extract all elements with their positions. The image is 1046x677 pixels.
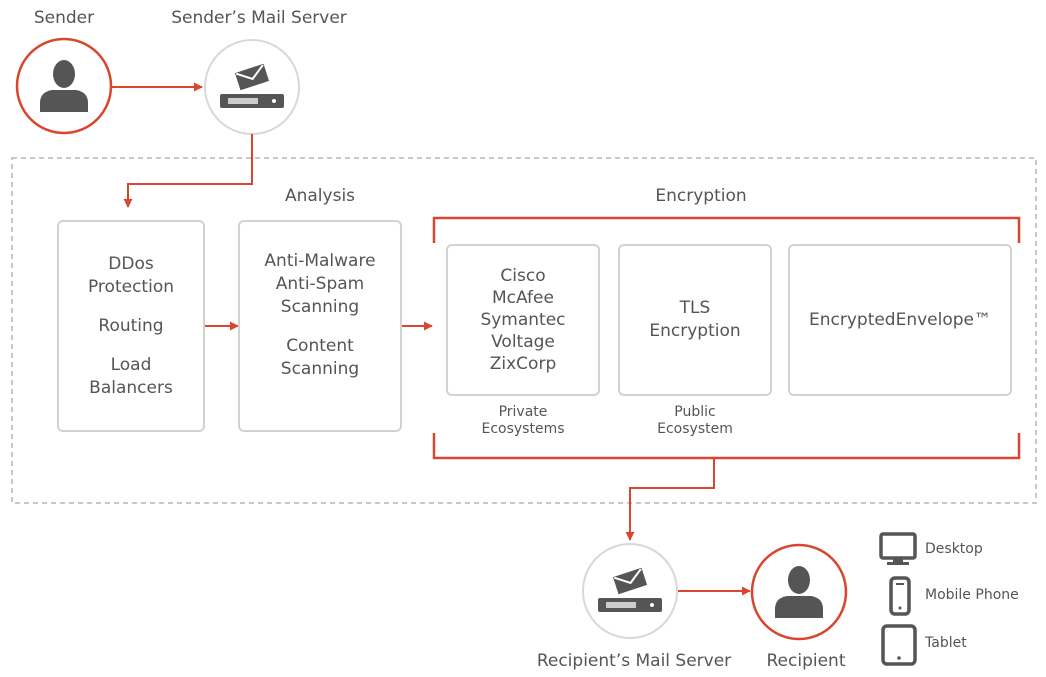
recipient-server-icon <box>598 598 662 612</box>
vendor-mcafee: McAfee <box>492 288 554 308</box>
recipient-server-label: Recipient’s Mail Server <box>536 651 732 671</box>
vendor-voltage: Voltage <box>491 332 555 352</box>
encryption-title: Encryption <box>655 186 747 206</box>
device-label-tablet: Tablet <box>925 635 967 651</box>
public-caption-line2: Ecosystem <box>657 421 733 437</box>
processing-area-border <box>11 157 1037 504</box>
private-caption-line2: Ecosystems <box>481 421 565 437</box>
tls-text-2: Encryption <box>649 321 741 341</box>
tablet-icon <box>881 624 917 666</box>
analysis-box: Anti-Malware Anti-Spam Scanning Content … <box>238 220 402 432</box>
routing-text: Routing <box>98 315 164 336</box>
content-scanning-text: Scanning <box>280 359 360 379</box>
sender-server-node <box>204 39 300 135</box>
recipient-label: Recipient <box>766 651 846 671</box>
desktop-icon <box>879 532 917 565</box>
content-text: Content <box>286 336 354 356</box>
public-caption-line1: Public <box>674 404 716 420</box>
anti-malware-text: Anti-Malware <box>264 251 376 271</box>
load-text-1: Load <box>110 354 152 375</box>
encryption-top-bracket <box>432 216 1021 243</box>
mobile-phone-icon <box>889 576 911 616</box>
vendor-zixcorp: ZixCorp <box>489 354 557 374</box>
recipient-node <box>750 543 848 641</box>
anti-spam-text: Anti-Spam <box>275 274 365 294</box>
sender-envelope-icon <box>234 63 270 91</box>
public-ecosystem-caption: Public Ecosystem <box>618 404 772 438</box>
recipient-server-node <box>582 543 678 639</box>
analysis-title: Analysis <box>284 186 356 206</box>
recipient-person-icon <box>775 566 823 618</box>
load-text-2: Balancers <box>89 377 173 398</box>
sender-node <box>15 37 113 135</box>
ddos-text-2: Protection <box>87 276 174 297</box>
sender-server-icon <box>220 94 284 108</box>
recipient-envelope-icon <box>612 567 648 595</box>
ddos-text-1: DDos <box>108 253 154 274</box>
device-label-desktop: Desktop <box>925 541 983 557</box>
tls-text-1: TLS <box>679 298 711 318</box>
vendor-cisco: Cisco <box>500 266 546 286</box>
encryption-to-recipient-server-arrow <box>625 458 715 541</box>
spam-scanning-text: Scanning <box>280 297 360 317</box>
private-ecosystem-box: Cisco McAfee Symantec Voltage ZixCorp <box>446 244 600 396</box>
tls-box: TLS Encryption <box>618 244 772 396</box>
encryption-bottom-bracket <box>432 433 1021 460</box>
private-caption-line1: Private <box>498 404 548 420</box>
sender-person-icon <box>40 60 88 112</box>
sender-label: Sender <box>33 8 95 28</box>
routing-box: DDos Protection Routing Load Balancers <box>57 220 205 432</box>
server-to-processing-arrow <box>123 134 253 208</box>
encrypted-envelope-text: EncryptedEnvelope™ <box>808 309 992 330</box>
private-ecosystem-caption: Private Ecosystems <box>446 404 600 438</box>
encrypted-envelope-box: EncryptedEnvelope™ <box>788 244 1012 396</box>
sender-server-label: Sender’s Mail Server <box>171 8 347 28</box>
device-label-mobile: Mobile Phone <box>925 587 1019 603</box>
vendor-symantec: Symantec <box>480 310 566 330</box>
